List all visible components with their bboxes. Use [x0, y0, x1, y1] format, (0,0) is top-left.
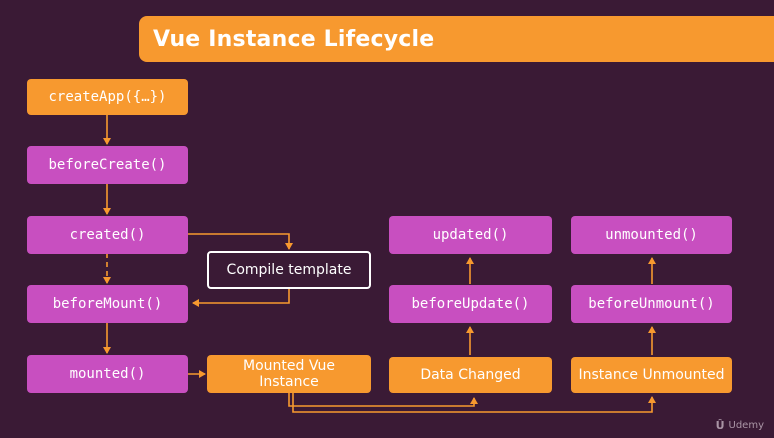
mounted-node: mounted() [27, 355, 188, 393]
updated-node: updated() [389, 216, 552, 254]
unmounted-label: unmounted() [605, 227, 698, 243]
arrow-created-to-compile [188, 233, 293, 250]
mounted-label: mounted() [69, 366, 146, 382]
data-changed-label: Data Changed [420, 367, 521, 383]
udemy-watermark: Û Udemy [716, 419, 764, 432]
compile-template-label: Compile template [226, 262, 352, 278]
updated-label: updated() [432, 227, 509, 243]
instance-unmounted-label: Instance Unmounted [578, 367, 725, 383]
beforeunmount-node: beforeUnmount() [571, 285, 732, 323]
instance-unmounted-node: Instance Unmounted [571, 357, 732, 393]
created-label: created() [69, 227, 146, 243]
created-node: created() [27, 216, 188, 254]
beforemount-label: beforeMount() [52, 296, 163, 312]
title-bar: Vue Instance Lifecycle [139, 16, 774, 62]
beforeupdate-label: beforeUpdate() [411, 296, 530, 312]
mounted-instance-node: Mounted Vue Instance [207, 355, 371, 393]
udemy-logo-icon: Û [715, 419, 725, 432]
beforemount-node: beforeMount() [27, 285, 188, 323]
arrow-instance-to-datachanged [288, 393, 478, 407]
createapp-label: createApp({…}) [48, 89, 167, 105]
createapp-node: createApp({…}) [27, 79, 188, 115]
arrow-compile-to-beforemount [192, 288, 290, 307]
udemy-brand-label: Udemy [728, 420, 764, 431]
arrow-instance-to-unmounted [292, 393, 656, 413]
beforeunmount-label: beforeUnmount() [588, 296, 715, 312]
beforecreate-label: beforeCreate() [48, 157, 167, 173]
mounted-instance-label: Mounted Vue Instance [243, 358, 335, 390]
beforeupdate-node: beforeUpdate() [389, 285, 552, 323]
page-title: Vue Instance Lifecycle [153, 26, 435, 52]
beforecreate-node: beforeCreate() [27, 146, 188, 184]
data-changed-node: Data Changed [389, 357, 552, 393]
compile-template-node: Compile template [207, 251, 371, 289]
unmounted-node: unmounted() [571, 216, 732, 254]
